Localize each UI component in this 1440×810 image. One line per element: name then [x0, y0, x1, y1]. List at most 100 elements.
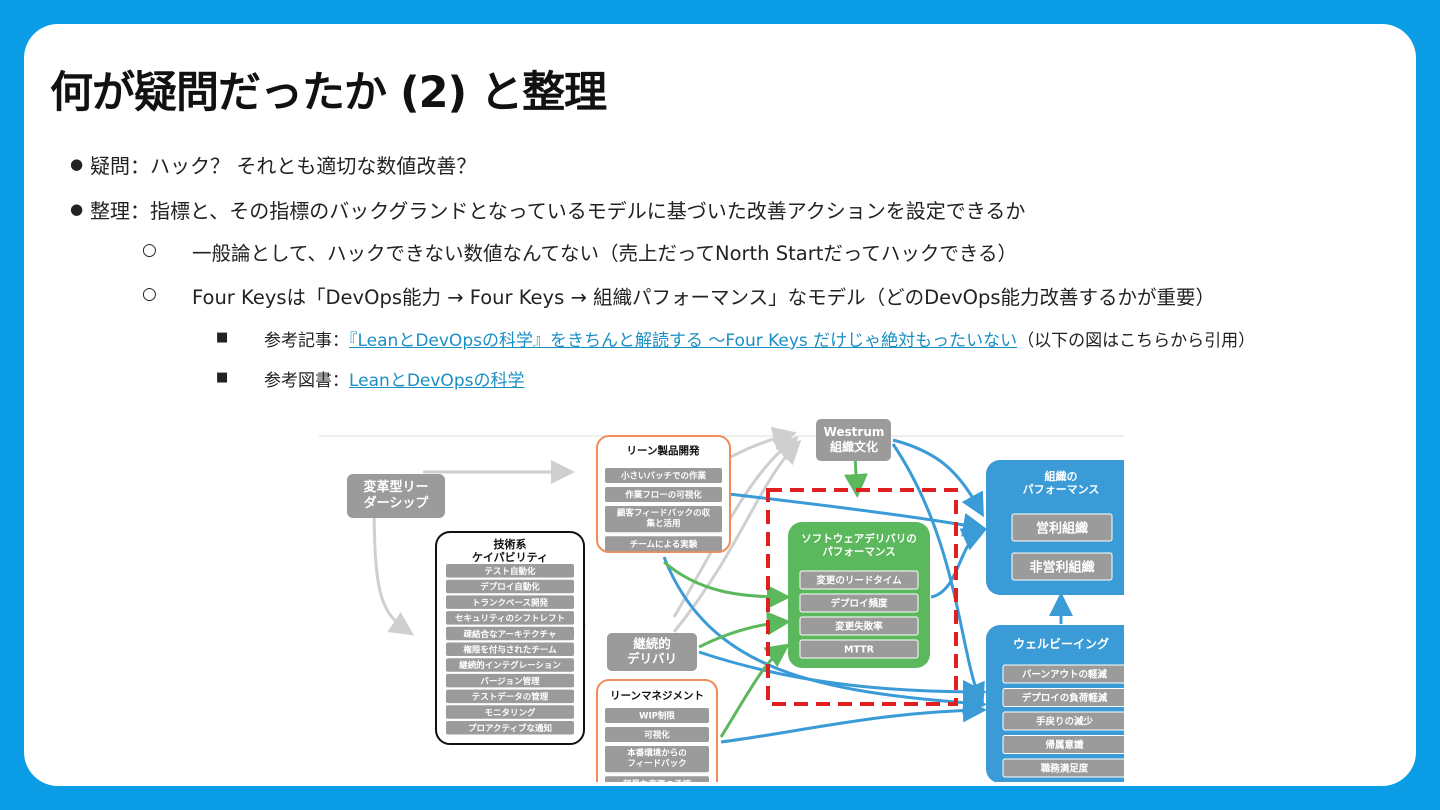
technical-capabilities-title: 技術系ケイパビリティ	[472, 537, 548, 564]
lean-mgmt-item	[605, 776, 709, 782]
lean-dev-item-label: 小さいバッチでの作業	[620, 471, 707, 482]
org-performance-item	[1011, 552, 1113, 581]
tech-capability-item-label: デプロイ自動化	[480, 582, 540, 593]
wellbeing-item-label: 帰属意識	[1045, 739, 1084, 751]
bullet-marker: ●	[70, 200, 84, 218]
reference-book-label: 参考図書：	[264, 371, 349, 391]
bullet-question: 疑問：ハック？ それとも適切な数値改善？	[90, 154, 477, 178]
tech-capability-item-label: トランクベース開発	[472, 597, 549, 608]
lean-product-development-title: リーン製品開発	[627, 444, 700, 457]
lean-mgmt-item-label: 可視化	[644, 730, 670, 741]
tech-capability-item	[446, 673, 574, 688]
lean-management-box: リーンマネジメント WIP制限可視化本番環境からのフィードバック軽量な変更の承認	[596, 679, 718, 782]
tech-capability-item-label: 継続的インテグレーション	[459, 660, 561, 671]
devops-model-diagram: 変革型リーダーシップ 技術系ケイパビリティ テスト自動化デプロイ自動化トランクベ…	[319, 419, 1124, 782]
wellbeing-item	[1002, 664, 1124, 684]
blue-arrows	[662, 438, 1073, 744]
tech-capability-item	[446, 705, 574, 719]
lean-dev-item	[605, 468, 722, 483]
transformational-leadership-box: 変革型リーダーシップ	[347, 474, 445, 518]
sub-sub-bullet-marker: ■	[216, 370, 229, 385]
tech-capability-item-label: プロアクティブな通知	[468, 723, 552, 734]
tech-capability-item-label: モニタリング	[484, 707, 536, 718]
lean-mgmt-item-label: WIP制限	[639, 711, 675, 722]
reference-book: 参考図書：LeanとDevOpsの科学	[264, 366, 524, 391]
sub-bullet-fourkeys: Four Keysは「DevOps能力 → Four Keys → 組織パフォー…	[192, 286, 1216, 309]
tech-capability-item	[446, 626, 574, 641]
tech-capability-item	[446, 611, 574, 625]
sub-sub-bullet-marker: ■	[216, 330, 229, 345]
delivery-metric-item-label: 変更失敗率	[835, 621, 883, 633]
lean-dev-item	[605, 487, 722, 502]
reference-article: 参考記事：『LeanとDevOpsの科学』をきちんと解読する 〜Four Key…	[264, 326, 1255, 351]
wellbeing-item-label: 手戻りの減少	[1036, 716, 1094, 728]
wellbeing-box: ウェルビーイング バーンアウトの軽減デプロイの負荷軽減手戻りの減少帰属意識職務満…	[986, 625, 1124, 782]
delivery-metric-item-label: デプロイ頻度	[830, 598, 888, 610]
software-delivery-performance-title: ソフトウェアデリバリのパフォーマンス	[801, 532, 917, 558]
sub-bullet-marker: ○	[142, 240, 157, 260]
reference-article-label: 参考記事：	[264, 331, 349, 351]
delivery-metric-item-label: 変更のリードタイム	[816, 575, 902, 587]
tech-capability-item	[446, 595, 574, 609]
wellbeing-item-label: デプロイの負荷軽減	[1022, 692, 1108, 704]
lean-mgmt-item-label: 軽量な変更の承認	[623, 779, 692, 782]
delivery-metric-item	[799, 570, 919, 590]
tech-capability-item	[446, 642, 574, 656]
lean-mgmt-item	[605, 746, 709, 773]
reference-book-link[interactable]: LeanとDevOpsの科学	[349, 371, 525, 391]
wellbeing-item-label: 職務満足度	[1041, 763, 1089, 775]
tech-capability-item	[446, 658, 574, 672]
sub-bullet-marker: ○	[142, 284, 157, 304]
tech-capability-item-label: 権限を付与されたチーム	[463, 644, 557, 655]
tech-capability-item-label: セキュリティのシフトレフト	[455, 614, 565, 624]
continuous-delivery-label: 継続的デリバリ	[627, 636, 677, 666]
tech-capability-item	[446, 579, 574, 594]
lean-dev-item	[605, 506, 722, 533]
org-performance-item-label: 非営利組織	[1029, 559, 1094, 575]
tech-capability-item	[446, 721, 574, 735]
highlight-dashed-box	[766, 488, 958, 706]
delivery-metric-item	[799, 593, 919, 613]
lean-mgmt-item	[605, 708, 709, 723]
wellbeing-item	[1002, 758, 1124, 778]
wellbeing-item	[1002, 735, 1124, 754]
wellbeing-item-label: バーンアウトの軽減	[1022, 669, 1108, 681]
green-arrows	[663, 455, 868, 738]
tech-capability-item-label: テストデータの管理	[472, 692, 549, 703]
transformational-leadership-label: 変革型リーダーシップ	[363, 479, 429, 511]
lean-mgmt-item	[605, 727, 709, 742]
delivery-metric-item-label: MTTR	[844, 645, 875, 656]
tech-capability-item	[446, 564, 574, 578]
tech-capability-item-label: 疎結合なアーキテクチャ	[464, 629, 557, 640]
reference-article-note: （以下の図はこちらから引用）	[1017, 331, 1256, 351]
lean-dev-item-label: チームによる実験	[630, 539, 698, 550]
lean-product-development-box: リーン製品開発 小さいバッチでの作業作業フローの可視化顧客フィードバックの収集と…	[596, 435, 731, 553]
continuous-delivery-box: 継続的デリバリ	[607, 633, 697, 671]
lean-management-title: リーンマネジメント	[610, 690, 704, 702]
sub-bullet-general: 一般論として、ハックできない数値なんてない（売上だってNorth Startだっ…	[192, 242, 1017, 265]
lean-dev-item-label: 作業フローの可視化	[625, 490, 702, 501]
tech-capability-item-label: テスト自動化	[484, 566, 536, 577]
delivery-metric-item	[799, 639, 919, 659]
slide: 何が疑問だったか (2) と整理 ● 疑問：ハック？ それとも適切な数値改善？ …	[24, 24, 1416, 786]
technical-capabilities-box: 技術系ケイパビリティ テスト自動化デプロイ自動化トランクベース開発セキュリティの…	[435, 531, 585, 745]
bullet-marker: ●	[70, 155, 84, 173]
org-performance-item-label: 営利組織	[1036, 520, 1088, 536]
bullet-organize: 整理：指標と、その指標のバックグランドとなっているモデルに基づいた改善アクション…	[90, 199, 1026, 223]
reference-article-link[interactable]: 『LeanとDevOpsの科学』をきちんと解読する 〜Four Keys だけじ…	[349, 331, 1018, 351]
tech-capability-item-label: バージョン管理	[480, 676, 540, 687]
lean-dev-item	[605, 536, 722, 552]
lean-mgmt-item-label: 本番環境からのフィードバック	[627, 748, 687, 770]
delivery-metric-item	[799, 616, 919, 636]
wellbeing-title: ウェルビーイング	[1013, 636, 1109, 651]
wellbeing-item	[1002, 688, 1124, 707]
page-title: 何が疑問だったか (2) と整理	[50, 68, 607, 118]
org-performance-item	[1011, 513, 1113, 542]
wellbeing-item	[1002, 711, 1124, 731]
organizational-performance-title: 組織のパフォーマンス	[1023, 469, 1100, 496]
lean-dev-item-label: 顧客フィードバックの収集と活用	[617, 508, 711, 530]
